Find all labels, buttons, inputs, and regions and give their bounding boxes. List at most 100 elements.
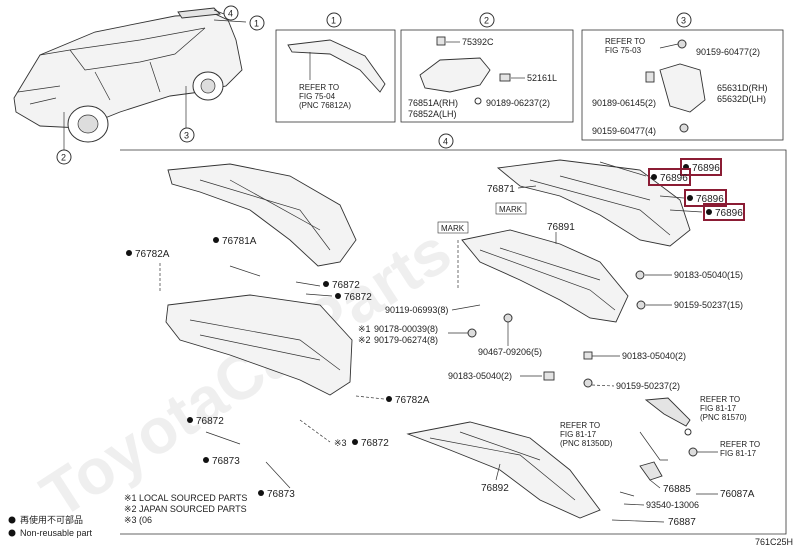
- light-bracket: [644, 397, 691, 427]
- panel-3-ref-line2: FIG 75-03: [605, 46, 642, 55]
- part-76872-c: 76872: [196, 416, 224, 427]
- part-90189-06145: 90189-06145(2): [592, 98, 656, 108]
- part-90183-05040-2-a: 90183-05040(2): [622, 351, 686, 361]
- clip-75392c: [436, 36, 446, 46]
- part-76892: 76892: [481, 483, 509, 494]
- part-90183-05040-2-b: 90183-05040(2): [448, 371, 512, 381]
- part-90179-06274: 90179-06274(8): [374, 335, 438, 345]
- panel-2-box: [400, 29, 574, 123]
- callout-4-car-label: 4: [228, 9, 233, 19]
- part-65631d: 65631D(RH): [717, 83, 768, 93]
- part-76852a: 76852A(LH): [408, 109, 457, 119]
- part-90178-00039: 90178-00039(8): [374, 324, 438, 334]
- spoiler-strip: [287, 39, 386, 93]
- part-93540-13006: 93540-13006: [646, 500, 699, 510]
- part-76891: 76891: [547, 222, 575, 233]
- legend-jp: 再使用不可部品: [20, 514, 83, 525]
- panel-1-ref-line1: REFER TO: [299, 83, 339, 92]
- panel-3-ref-line1: REFER TO: [605, 37, 645, 46]
- part-90159-50237-15: 90159-50237(15): [674, 300, 743, 310]
- ref-8117-line2: FIG 81-17: [720, 449, 757, 458]
- panel-1-ref-line2: FIG 75-04: [299, 92, 336, 101]
- callout-2-panel-label: 2: [484, 16, 489, 26]
- callout-3-car-label: 3: [184, 131, 189, 141]
- callout-4-main: [438, 133, 454, 149]
- legend-en: Non-reusable part: [20, 528, 93, 538]
- part-76887: 76887: [668, 517, 696, 528]
- part-76896-b: 76896: [660, 173, 688, 184]
- note-2: ※2 JAPAN SOURCED PARTS: [124, 504, 247, 514]
- part-76873-a: 76873: [212, 456, 240, 467]
- non-reusable-dot-1: [8, 516, 16, 524]
- ref-81350-line1: REFER TO: [560, 421, 600, 430]
- part-76782a-1: 76782A: [135, 249, 170, 260]
- ref-81570-line3: (PNC 81570): [700, 413, 747, 422]
- part-76851a: 76851A(RH): [408, 98, 458, 108]
- part-76885: 76885: [663, 484, 691, 495]
- part-90183-05040-15: 90183-05040(15): [674, 270, 743, 280]
- part-76896-c: 76896: [696, 194, 724, 205]
- note-3: ※3 (06: [124, 515, 152, 525]
- ref-8117-line1: REFER TO: [720, 440, 760, 449]
- part-75392c: 75392C: [462, 37, 494, 47]
- part-76871: 76871: [487, 184, 515, 195]
- ref-81570-line2: FIG 81-17: [700, 404, 737, 413]
- note-1: ※1 LOCAL SOURCED PARTS: [124, 493, 247, 503]
- callout-4-main-label: 4: [443, 137, 448, 147]
- mark-label-2: MARK: [441, 224, 465, 233]
- back-door-panel-upper: [167, 163, 357, 267]
- car-illustration: [13, 7, 247, 150]
- mudguard-65631d: [659, 63, 706, 113]
- mark-box-1: [495, 202, 527, 215]
- callout-2-car-label: 2: [61, 153, 66, 163]
- callout-2-car: [56, 149, 72, 165]
- part-76782a-2: 76782A: [395, 395, 430, 406]
- panel-3-box: [581, 29, 784, 141]
- diagram-code: 761C25H: [755, 537, 793, 547]
- callout-1-panel-label: 1: [331, 16, 336, 26]
- ref-81350-line3: (PNC 81350D): [560, 439, 613, 448]
- star1-label: ※1: [358, 324, 371, 334]
- highlight-76896-c: [684, 189, 727, 207]
- callout-1-panel: [326, 12, 342, 28]
- mark-box-2: [437, 221, 469, 234]
- ref-81350-line2: FIG 81-17: [560, 430, 597, 439]
- main-panel-box: [120, 149, 787, 535]
- highlight-76896-b: [648, 168, 691, 186]
- panel-76892: [406, 421, 601, 519]
- callout-3-car: [179, 127, 195, 143]
- part-76872-d: 76872: [361, 438, 389, 449]
- part-76896-d: 76896: [715, 208, 743, 219]
- part-76896-a: 76896: [692, 163, 720, 174]
- callout-3-panel: [676, 12, 692, 28]
- ref-81570-line1: REFER TO: [700, 395, 740, 404]
- part-76872-b: 76872: [344, 292, 372, 303]
- bracket-76851a: [419, 57, 491, 93]
- watermark: ToyotaCarParts: [28, 214, 463, 531]
- callout-1-car: [249, 15, 265, 31]
- highlight-76896-a: [680, 158, 722, 176]
- part-90159-60477-2: 90159-60477(2): [696, 47, 760, 57]
- highlight-76896-d: [703, 203, 745, 221]
- non-reusable-dot-2: [8, 529, 16, 537]
- part-90159-60477-4: 90159-60477(4): [592, 126, 656, 136]
- part-90189-06237: 90189-06237(2): [486, 98, 550, 108]
- part-90159-50237-2: 90159-50237(2): [616, 381, 680, 391]
- star3-label: ※3: [334, 438, 347, 448]
- callout-3-panel-label: 3: [681, 16, 686, 26]
- panel-1-box: [275, 29, 396, 123]
- part-90119-06993: 90119-06993(8): [385, 305, 448, 315]
- part-76087a: 76087A: [720, 489, 755, 500]
- spoiler-76871: [496, 159, 691, 247]
- callout-4-car: [223, 5, 239, 21]
- panel-76891: [461, 229, 629, 323]
- star2-label: ※2: [358, 335, 371, 345]
- part-52161l: 52161L: [527, 73, 557, 83]
- callout-2-panel: [479, 12, 495, 28]
- part-90467-09206: 90467-09206(5): [478, 347, 542, 357]
- panel-1-ref-line3: (PNC 76812A): [299, 101, 351, 110]
- part-65632d: 65632D(LH): [717, 94, 766, 104]
- back-door-trim-lower: [165, 294, 353, 396]
